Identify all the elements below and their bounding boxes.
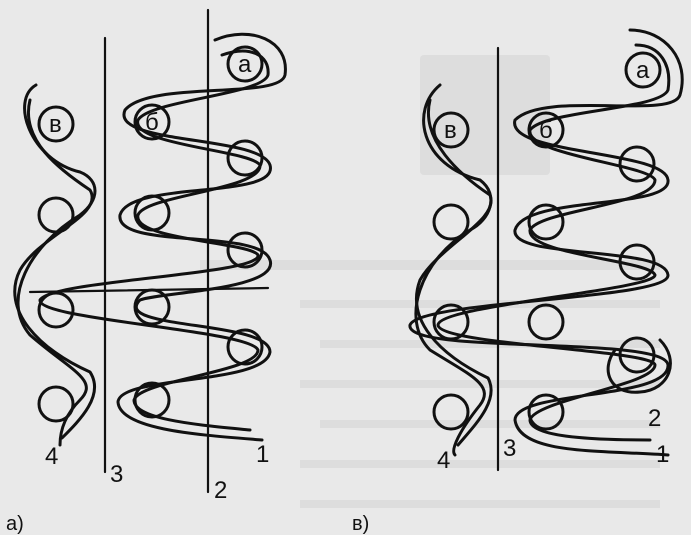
circle-label-b: б [539, 117, 553, 144]
stitch-circle [527, 303, 565, 341]
figure-caption-a: а) [6, 513, 24, 535]
stitch-circle [432, 203, 470, 241]
thread-label-1: 1 [256, 441, 269, 468]
thread-1-outer [116, 32, 287, 442]
stitch-circle [527, 393, 565, 431]
thread-4-outer [414, 83, 493, 457]
diagram-a: а б в 1 2 3 4 а) [6, 8, 287, 535]
stitch-circle [527, 203, 565, 241]
figure-caption-v: в) [352, 513, 369, 535]
thread-4-inner [414, 98, 493, 447]
thread-label-3: 3 [503, 435, 516, 462]
thread-1-inner [436, 43, 671, 442]
thread-1-inner [38, 49, 270, 432]
stitch-circle-v [37, 105, 75, 143]
circle-label-v: в [444, 117, 457, 144]
stitch-circle [226, 328, 264, 366]
stitch-circle-a [624, 51, 662, 89]
circle-label-b: б [145, 109, 159, 136]
thread-label-4: 4 [45, 443, 58, 470]
circle-label-a: а [636, 57, 650, 84]
stitch-circle [37, 385, 75, 423]
stitch-circle-v [432, 111, 470, 149]
circle-label-v: в [49, 111, 62, 138]
thread-1-outer [408, 28, 684, 457]
thread-4-outer [16, 83, 97, 447]
thread-2-loop [606, 338, 672, 394]
circle-label-a: а [238, 51, 252, 78]
diagram-v: а б в 1 2 3 4 в) [352, 28, 684, 535]
thread-label-3: 3 [110, 461, 123, 488]
thread-label-2: 2 [648, 405, 661, 432]
stitch-circle [432, 393, 470, 431]
thread-label-4: 4 [437, 447, 450, 474]
thread-4-inner [13, 98, 97, 440]
stitch-circle-b [133, 103, 171, 141]
stitch-circle-a [226, 45, 264, 83]
thread-label-2: 2 [214, 477, 227, 504]
stitch-circle [618, 145, 656, 183]
thread-label-1: 1 [656, 441, 669, 468]
